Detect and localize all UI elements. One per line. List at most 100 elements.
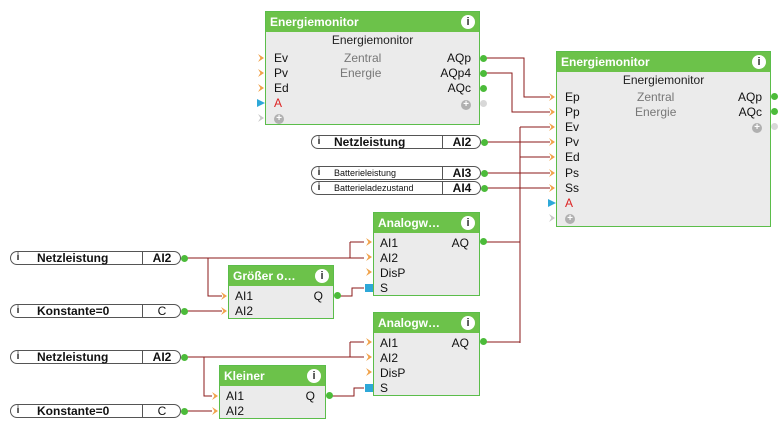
variable-tag: AI3 bbox=[452, 166, 472, 180]
analog2-pin-ai2[interactable] bbox=[366, 353, 372, 361]
energiemonitor-block-2[interactable]: Energiemonitor i Energiemonitor Ep Pp Ev… bbox=[556, 51, 771, 227]
variable-konstante-1[interactable]: i Konstante=0 C bbox=[10, 304, 181, 318]
var-pin-out[interactable] bbox=[181, 408, 188, 415]
var-pin-out[interactable] bbox=[181, 255, 188, 262]
em1-pin-ed[interactable] bbox=[258, 84, 264, 92]
info-icon: i bbox=[317, 136, 321, 147]
em2-pin-pv[interactable] bbox=[549, 138, 555, 146]
analogwert-block-1[interactable]: Analogw… i AI1 AI2 DisP S AQ bbox=[373, 212, 480, 296]
var-pin-out[interactable] bbox=[481, 185, 488, 192]
mid-label-zentral: Zentral bbox=[637, 90, 675, 104]
variable-tag: AI2 bbox=[452, 135, 472, 149]
analog1-pin-disp[interactable] bbox=[366, 268, 372, 276]
mid-label-energie: Energie bbox=[340, 66, 382, 80]
info-icon[interactable]: i bbox=[461, 15, 475, 29]
variable-netzleistung-left-1[interactable]: i Netzleistung AI2 bbox=[10, 251, 181, 265]
output-aq-label: AQ bbox=[451, 236, 469, 250]
input-s-label: S bbox=[380, 281, 389, 295]
mid-label-energie: Energie bbox=[635, 105, 677, 119]
em1-pin-extra[interactable] bbox=[258, 114, 264, 122]
input-pv-label: Pv bbox=[274, 66, 289, 80]
em2-pin-ep[interactable] bbox=[549, 93, 555, 101]
info-icon[interactable]: i bbox=[461, 216, 475, 230]
em2-pin-extra[interactable] bbox=[549, 214, 555, 222]
em2-pin-ev[interactable] bbox=[549, 123, 555, 131]
groesser-block[interactable]: Größer o… i AI1 AI2 Q bbox=[228, 265, 334, 319]
greater-pin-ai2[interactable] bbox=[221, 307, 227, 315]
var-pin-out[interactable] bbox=[181, 308, 188, 315]
input-ai2-label: AI2 bbox=[235, 304, 254, 318]
em1-pin-aqp[interactable] bbox=[480, 55, 487, 62]
input-ep-label: Ep bbox=[565, 90, 580, 104]
em2-pin-ed[interactable] bbox=[549, 153, 555, 161]
em2-pin-ss[interactable] bbox=[549, 184, 555, 192]
variable-tag: AI4 bbox=[452, 181, 472, 195]
analogwert-block-2[interactable]: Analogw… i AI1 AI2 DisP S AQ bbox=[373, 312, 480, 396]
kleiner-block[interactable]: Kleiner i AI1 AI2 Q bbox=[219, 365, 326, 419]
output-q-label: Q bbox=[305, 389, 315, 403]
add-input-icon[interactable]: + bbox=[565, 214, 575, 224]
analog2-pin-ai1[interactable] bbox=[366, 338, 372, 346]
info-icon[interactable]: i bbox=[315, 269, 329, 283]
smaller-pin-q[interactable] bbox=[326, 392, 333, 399]
em2-pin-aqp[interactable] bbox=[771, 93, 778, 100]
block-title: Größer o… bbox=[229, 266, 333, 286]
info-icon: i bbox=[317, 167, 321, 178]
energiemonitor-block-1[interactable]: Energiemonitor i Energiemonitor Ev Pv Ed… bbox=[265, 11, 480, 125]
em1-pin-a-trigger[interactable] bbox=[257, 99, 265, 107]
output-q-label: Q bbox=[313, 289, 323, 303]
add-output-icon[interactable]: + bbox=[461, 100, 471, 110]
input-ai1-label: AI1 bbox=[235, 289, 254, 303]
em2-pin-a-trigger[interactable] bbox=[548, 199, 556, 207]
variable-name: Netzleistung bbox=[37, 350, 109, 364]
wire-aqp-to-ep bbox=[484, 57, 550, 98]
variable-konstante-2[interactable]: i Konstante=0 C bbox=[10, 404, 181, 418]
output-aqp-label: AQp bbox=[737, 90, 762, 104]
info-icon[interactable]: i bbox=[307, 369, 321, 383]
analog2-pin-s[interactable] bbox=[365, 384, 373, 392]
divider bbox=[442, 167, 443, 179]
info-icon: i bbox=[16, 351, 20, 362]
analog2-pin-aq[interactable] bbox=[480, 338, 487, 345]
em1-pin-extra-out[interactable] bbox=[480, 100, 487, 107]
variable-name: Netzleistung bbox=[334, 135, 406, 149]
info-icon[interactable]: i bbox=[461, 316, 475, 330]
input-ss-label: Ss bbox=[565, 181, 580, 195]
greater-pin-q[interactable] bbox=[334, 292, 341, 299]
var-pin-out[interactable] bbox=[481, 170, 488, 177]
input-ai1-label: AI1 bbox=[226, 389, 245, 403]
em2-pin-ps[interactable] bbox=[549, 169, 555, 177]
em1-pin-aqc[interactable] bbox=[480, 85, 487, 92]
em1-pin-aqp4[interactable] bbox=[480, 70, 487, 77]
variable-netzleistung-left-2[interactable]: i Netzleistung AI2 bbox=[10, 350, 181, 364]
variable-batterieladezustand[interactable]: i Batterieladezustand AI4 bbox=[311, 181, 481, 195]
variable-netzleistung[interactable]: i Netzleistung AI2 bbox=[311, 135, 481, 149]
smaller-pin-ai1[interactable] bbox=[212, 392, 218, 400]
variable-batterieleistung[interactable]: i Batterieleistung AI3 bbox=[311, 166, 481, 180]
var-pin-out[interactable] bbox=[481, 139, 488, 146]
input-pp-label: Pp bbox=[565, 105, 580, 119]
em2-pin-pp[interactable] bbox=[549, 108, 555, 116]
analog1-pin-s[interactable] bbox=[365, 284, 373, 292]
greater-pin-ai1[interactable] bbox=[221, 292, 227, 300]
em2-pin-aqc[interactable] bbox=[771, 108, 778, 115]
analog1-pin-aq[interactable] bbox=[480, 238, 487, 245]
output-aq-label: AQ bbox=[451, 336, 469, 350]
block-subtitle: Energiemonitor bbox=[331, 33, 414, 47]
block-title: Analogw… bbox=[374, 313, 479, 333]
em1-pin-pv[interactable] bbox=[258, 69, 264, 77]
smaller-pin-ai2[interactable] bbox=[212, 407, 218, 415]
add-input-icon[interactable]: + bbox=[274, 114, 284, 124]
info-icon[interactable]: i bbox=[752, 55, 766, 69]
variable-tag: AI2 bbox=[152, 350, 172, 364]
analog2-pin-disp[interactable] bbox=[366, 368, 372, 376]
variable-name: Batterieleistung bbox=[334, 168, 397, 178]
var-pin-out[interactable] bbox=[181, 354, 188, 361]
input-disp-label: DisP bbox=[380, 366, 406, 380]
analog1-pin-ai1[interactable] bbox=[366, 238, 372, 246]
em2-pin-extra-out[interactable] bbox=[771, 123, 778, 130]
output-aqp-label: AQp bbox=[446, 51, 471, 65]
em1-pin-ev[interactable] bbox=[258, 54, 264, 62]
analog1-pin-ai2[interactable] bbox=[366, 253, 372, 261]
add-output-icon[interactable]: + bbox=[752, 123, 762, 133]
